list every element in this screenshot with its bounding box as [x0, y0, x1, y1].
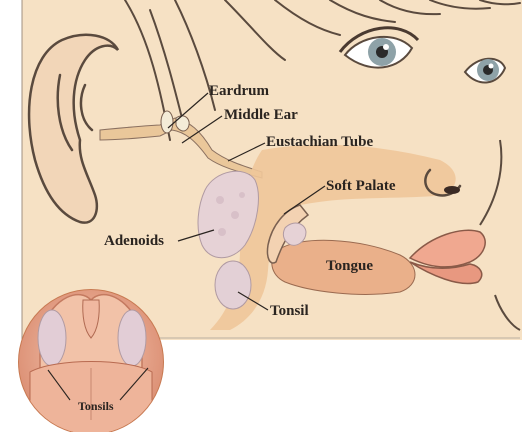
label-tonsil: Tonsil — [270, 303, 309, 320]
label-eardrum: Eardrum — [209, 83, 269, 100]
tonsil-shape — [215, 261, 251, 309]
label-tongue: Tongue — [326, 258, 373, 275]
nostril — [444, 186, 460, 194]
label-middle-ear: Middle Ear — [224, 107, 298, 124]
label-eustachian-tube: Eustachian Tube — [266, 134, 373, 151]
label-tonsils: Tonsils — [78, 399, 114, 414]
label-adenoids: Adenoids — [104, 233, 164, 250]
label-soft-palate: Soft Palate — [326, 178, 396, 195]
